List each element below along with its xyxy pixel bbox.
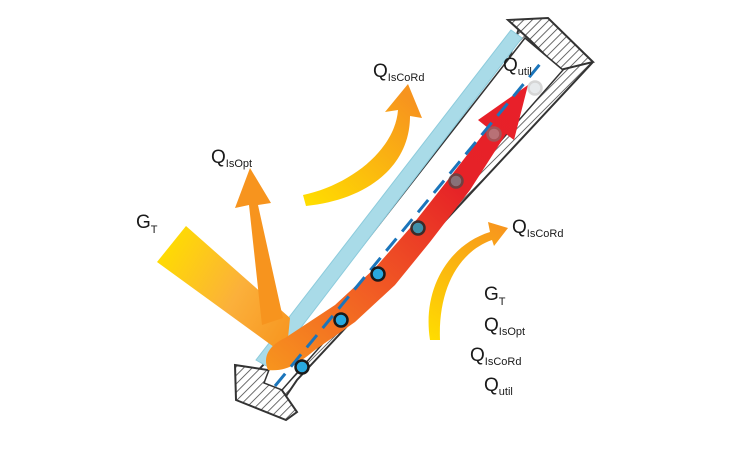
legend-item: QIsCoRd: [470, 345, 521, 368]
label-useful-heat: Qutil: [503, 55, 532, 78]
fluid-node: [370, 266, 386, 282]
optical-loss-arrow: [235, 168, 283, 325]
legend-item: GT: [484, 284, 506, 308]
label-rear-loss: QIsCoRd: [512, 217, 563, 240]
fluid-node: [486, 126, 502, 142]
label-optical-loss: QIsOpt: [211, 147, 252, 170]
front-loss-arrow: [303, 84, 422, 206]
fluid-node: [294, 359, 310, 375]
rear-loss-arrow: [428, 222, 508, 340]
fluid-nodes: [294, 80, 543, 375]
label-radiation: GT: [136, 212, 158, 236]
fluid-node: [527, 80, 543, 96]
fluid-pipe: [273, 57, 547, 387]
incident-radiation-arrow: [157, 226, 290, 350]
legend-item: QIsOpt: [484, 315, 525, 338]
legend-item: Qutil: [484, 375, 513, 398]
useful-heat-flow: [265, 85, 528, 371]
fluid-node: [333, 312, 349, 328]
bottom-insulation: [233, 363, 299, 422]
legend: GT QIsOpt QIsCoRd Qutil: [470, 284, 525, 398]
fluid-node: [410, 220, 426, 236]
top-insulation: [505, 16, 595, 72]
label-front-loss: QIsCoRd: [373, 61, 424, 84]
fluid-node: [448, 173, 464, 189]
